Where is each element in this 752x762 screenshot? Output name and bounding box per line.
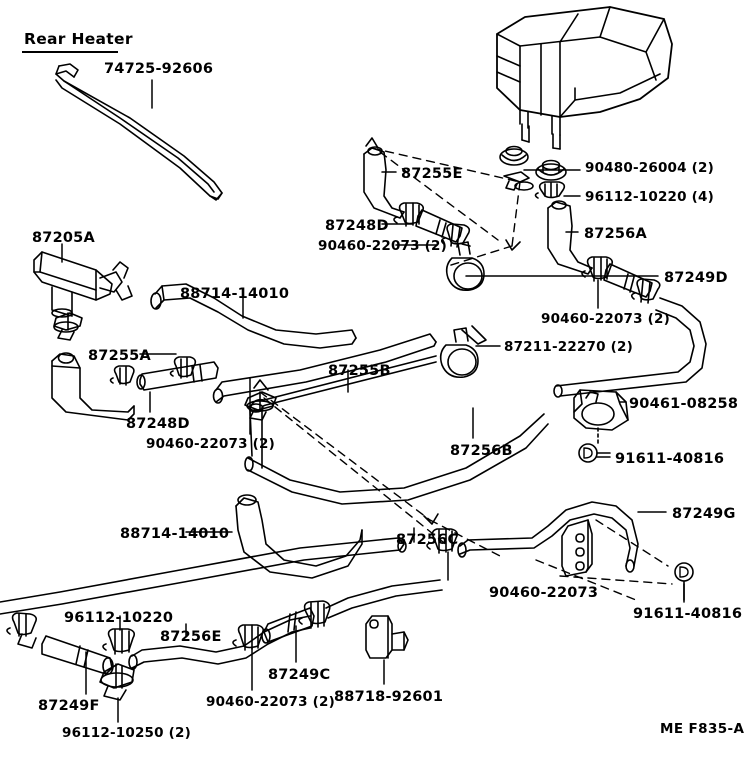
clamp-87255A-end <box>109 365 135 386</box>
part-87256C <box>0 537 407 615</box>
part-label-oring-lower: 88714-14010 <box>120 526 230 542</box>
assembly-guide-lines <box>259 147 673 601</box>
part-87248D-top <box>415 209 463 243</box>
label-leader-lines <box>61 79 685 723</box>
part-87249F <box>41 635 114 675</box>
part-87256B <box>553 297 707 398</box>
part-74725-92606 <box>55 63 223 201</box>
part-88714-14010-lower <box>235 494 363 579</box>
part-87211-22270-lower <box>439 325 487 379</box>
part-label-bolt-w-washer: 91611-40816 <box>633 606 743 622</box>
part-label-hose-heater-water-inlet-e: 87255E <box>401 166 463 182</box>
part-label-clamp-heater-hose: 87211-22270 (2) <box>504 339 633 355</box>
part-87249C <box>261 607 315 644</box>
part-label-pipe-heater-water-f: 87249F <box>38 698 100 714</box>
part-87256A <box>547 200 593 275</box>
clamp-87249F-left <box>6 612 37 649</box>
heater-unit-illustration <box>496 6 673 150</box>
part-90461-08258 <box>573 389 629 431</box>
clip-under-valve <box>53 312 83 341</box>
guide-arrowheads <box>253 137 521 525</box>
part-label-hose-heater-water-outlet-c: 87256C <box>396 532 459 548</box>
clamp-87248D-right <box>169 356 197 379</box>
part-label-clip-hose: 90460-22073 (2) <box>541 311 670 327</box>
part-87248D-lower <box>136 361 219 391</box>
part-label-hose-heater-water-outlet-e: 87256E <box>160 629 222 645</box>
clip-87256B <box>244 391 277 421</box>
part-label-pipe-heater-water-c: 87249C <box>268 667 331 683</box>
part-87256B-lower-run <box>244 413 549 505</box>
part-label-pipe-heater-water-d3: 87248D <box>126 416 190 432</box>
part-87255A <box>51 352 135 421</box>
part-label-pipe-heater-water-d: 87248D <box>325 218 389 234</box>
part-label-duct-rear-heater: 74725-92606 <box>104 61 214 77</box>
part-87249G <box>457 501 639 573</box>
part-88714-14010-upper <box>150 283 357 349</box>
part-88718-92601 <box>365 615 409 659</box>
part-87205A <box>33 251 133 318</box>
part-87211-22270-upper <box>445 241 485 292</box>
part-label-pipe-heater-water-g: 87249G <box>672 506 736 522</box>
part-label-grommet-heater-mount: 90480-26004 (2) <box>585 160 714 176</box>
part-label-clamp-hose-small: 96112-10220 <box>64 610 174 626</box>
grommet-90480-26004 <box>535 159 567 181</box>
part-label-clip-hose: 90460-22073 (2) <box>206 694 335 710</box>
part-label-clip-hose: 90460-22073 <box>489 585 599 601</box>
part-label-clip-hose: 90460-22073 (2) <box>318 238 447 254</box>
part-label-clamp-hose-medium: 96112-10250 (2) <box>62 725 191 741</box>
clamp-96112-10250 <box>99 663 135 701</box>
part-87249D <box>603 263 653 298</box>
part-87255B <box>212 333 437 404</box>
part-label-clamp-hose-small: 96112-10220 (4) <box>585 189 714 205</box>
clamp-96112-10220 <box>534 181 566 199</box>
part-label-oring-upper: 88714-14010 <box>180 286 290 302</box>
clamp-87256A-joint <box>581 256 613 282</box>
clamp-87249C-right <box>298 600 331 629</box>
page-title: Rear Heater <box>24 30 133 48</box>
grommet-upper <box>499 145 529 166</box>
clamp-87249D-right <box>630 278 661 304</box>
part-87256E-right-run <box>325 579 443 619</box>
clamp-87256E-right <box>232 624 264 651</box>
part-label-hose-heater-water-outlet-b: 87256B <box>450 443 513 459</box>
clamp-96112-10220-lower <box>102 628 135 655</box>
part-label-clamp-bracket-lower: 88718-92601 <box>334 689 444 705</box>
title-underline <box>22 51 118 53</box>
part-label-hose-heater-water-outlet-a: 87256A <box>584 226 647 242</box>
part-label-clip-hose: 90460-22073 (2) <box>146 436 275 452</box>
clip-pin-small <box>503 171 534 191</box>
bracket-87249G <box>561 519 593 577</box>
part-label-bolt-w-washer: 91611-40816 <box>615 451 725 467</box>
part-label-pipe-heater-water-d2: 87249D <box>664 270 728 286</box>
part-label-clamp-bracket: 90461-08258 <box>629 396 739 412</box>
bolt-symbol-upper <box>578 427 611 463</box>
diagram-footer-code: ME F835-A <box>660 721 745 737</box>
part-87255E <box>363 146 405 219</box>
part-label-hose-heater-water-inlet-b: 87255B <box>328 363 391 379</box>
part-label-valve-water-heater: 87205A <box>32 230 95 246</box>
clip-87256C-right <box>426 528 458 554</box>
part-label-hose-heater-water-inlet-a: 87255A <box>88 348 151 364</box>
